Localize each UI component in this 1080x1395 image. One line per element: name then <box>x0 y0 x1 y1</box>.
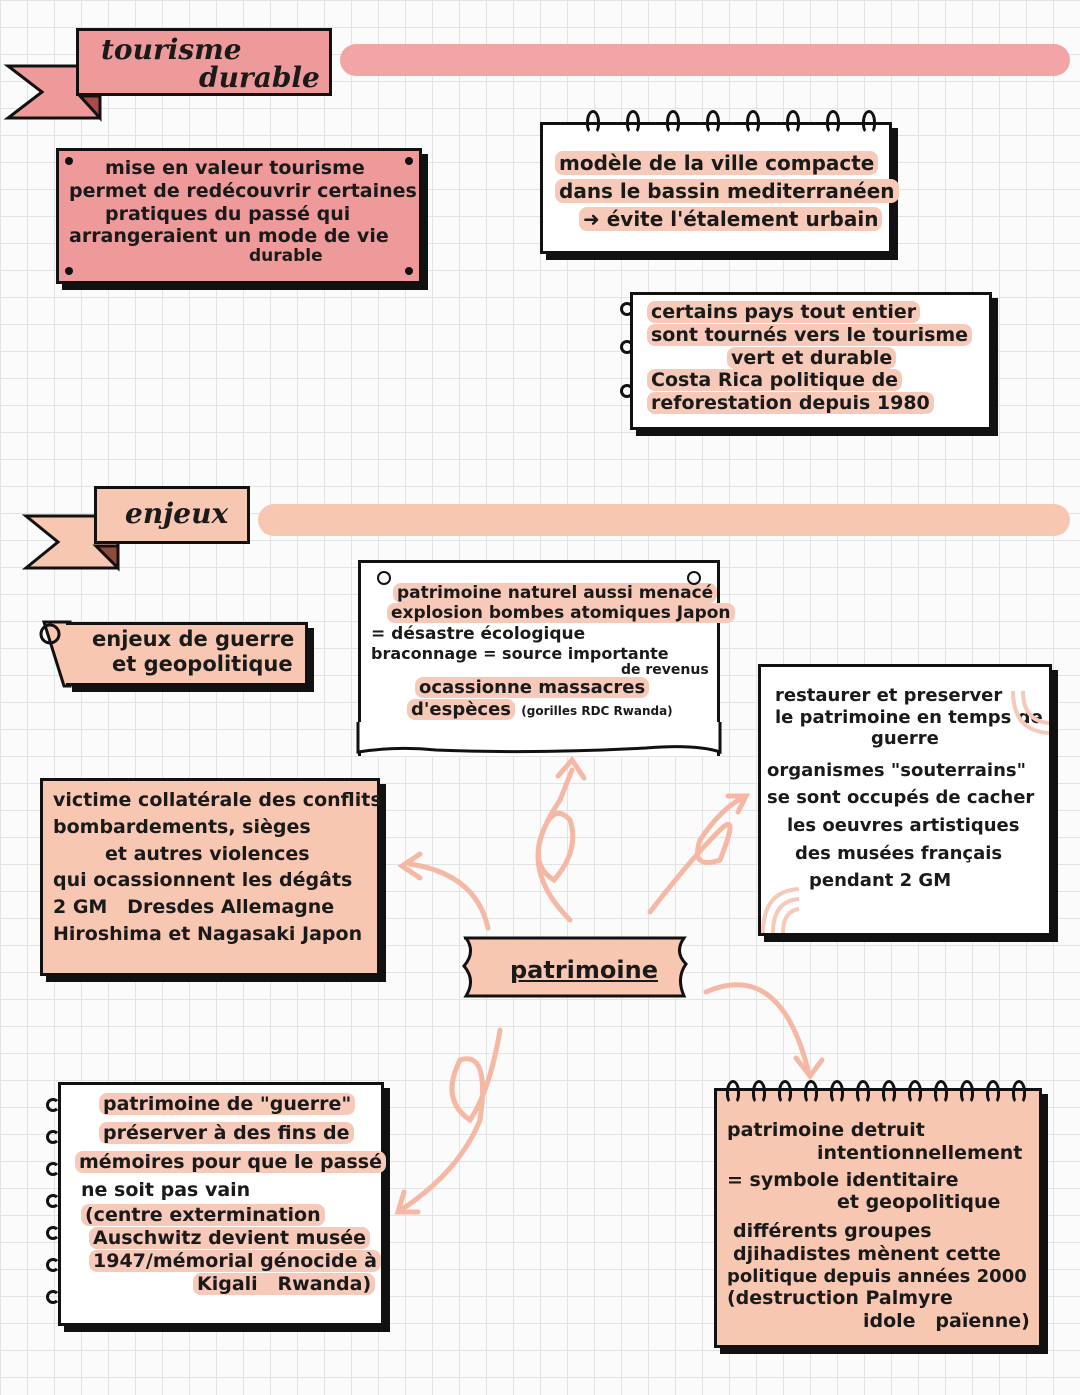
text-line: certains pays tout entier <box>647 301 921 323</box>
text-line: qui ocassionnent les dégâts <box>53 869 353 892</box>
title-text: enjeux <box>125 497 229 530</box>
text-line: et autres violences <box>105 842 310 865</box>
text-line: patrimoine naturel aussi menacé <box>393 583 718 603</box>
tag-shape <box>39 620 72 688</box>
text-line: modèle de la ville compacte <box>555 151 879 175</box>
text-line: et geopolitique <box>112 652 293 677</box>
section-title-enjeux: enjeux <box>94 486 250 544</box>
text-line: = symbole identitaire <box>727 1168 959 1191</box>
header-bar-enjeux <box>258 504 1070 536</box>
text-line: braconnage = source importante <box>371 644 669 664</box>
text-line: djihadistes mènent cette <box>733 1242 1001 1265</box>
text-line: pratiques du passé qui <box>105 202 351 225</box>
text-line: patrimoine detruit <box>727 1119 925 1141</box>
box-modele-ville: modèle de la ville compacte dans le bass… <box>540 122 899 254</box>
box-certains-pays: certains pays tout entier sont tournés v… <box>630 292 992 430</box>
text-line: Kigali Rwanda) <box>193 1272 376 1295</box>
text-line: arrangeraient un mode de vie <box>69 225 389 248</box>
text-line: reforestation depuis 1980 <box>647 392 934 415</box>
tag-enjeux-guerre: enjeux de guerre et geopolitique <box>66 622 308 686</box>
text-line: restaurer et preserver <box>775 685 1003 706</box>
text-line: (gorilles RDC Rwanda) <box>521 703 673 718</box>
text-line: sont tournés vers le tourisme <box>647 323 973 346</box>
text-line: ne soit pas vain <box>81 1179 251 1202</box>
text-line: 1947/mémorial génocide à <box>89 1249 381 1272</box>
text-line: explosion bombes atomiques Japon <box>387 603 735 624</box>
text-line: intentionnellement <box>817 1141 1023 1164</box>
text-line: vert et durable <box>727 346 897 369</box>
text-line: guerre <box>871 728 939 750</box>
text-line: 2 GM Dresdes Allemagne <box>53 896 335 919</box>
text-line: se sont occupés de cacher <box>767 787 1035 809</box>
text-line: victime collatérale des conflits <box>53 789 382 811</box>
center-label-patrimoine: patrimoine <box>510 956 658 984</box>
text-line: (destruction Palmyre <box>727 1287 953 1310</box>
box-patrimoine-guerre: patrimoine de "guerre" préserver à des f… <box>58 1082 386 1326</box>
box-mise-en-valeur: mise en valeur tourisme permet de redéco… <box>56 148 422 284</box>
text-line: les oeuvres artistiques <box>787 814 1020 836</box>
text-line: idole païenne) <box>863 1310 1030 1333</box>
text-line: dans le bassin mediterranéen <box>555 179 899 203</box>
text-line: bombardements, sièges <box>53 815 311 838</box>
text-line: Auschwitz devient musée <box>89 1226 371 1249</box>
text-line: préserver à des fins de <box>99 1121 354 1144</box>
text-line: des musées français <box>795 842 1003 864</box>
text-line: politique depuis années 2000 <box>727 1265 1027 1287</box>
text-line: le patrimoine en temps de <box>775 706 1043 728</box>
title-line-2: durable <box>199 61 320 94</box>
box-patrimoine-detruit: patrimoine detruit intentionnellement = … <box>714 1088 1042 1348</box>
header-bar-tourisme <box>340 44 1070 76</box>
scroll-bottom <box>356 722 722 755</box>
text-line: Costa Rica politique de <box>647 369 903 392</box>
section-title-tourisme: tourisme durable <box>76 28 332 96</box>
text-line: organismes "souterrains" <box>767 759 1026 781</box>
text-line: ocassionne massacres <box>415 677 650 699</box>
text-line: ➜ évite l'étalement urbain <box>579 207 883 231</box>
text-line: pendant 2 GM <box>809 870 952 892</box>
title-line-1: tourisme <box>101 33 242 66</box>
text-line: et geopolitique <box>837 1191 1001 1214</box>
rainbow-doodle-left <box>761 887 800 934</box>
text-line: d'espèces <box>407 698 516 720</box>
text-line: permet de redécouvrir certaines <box>69 179 417 202</box>
text-line: = désastre écologique <box>371 623 586 644</box>
box-victime-collaterale: victime collatérale des conflits bombard… <box>40 778 382 976</box>
text-line: différents groupes <box>733 1220 932 1243</box>
text-line: mémoires pour que le passé <box>75 1150 386 1173</box>
text-line: Hiroshima et Nagasaki Japon <box>53 922 363 945</box>
center-banner <box>462 936 688 998</box>
text-line: (centre extermination <box>81 1204 325 1227</box>
text-line: de revenus <box>621 662 709 679</box>
text-line: durable <box>249 246 323 267</box>
text-line: patrimoine de "guerre" <box>99 1093 356 1115</box>
text-line: mise en valeur tourisme <box>105 157 365 179</box>
text-line: enjeux de guerre <box>92 627 295 651</box>
box-restaurer-preserver: restaurer et preserver le patrimoine en … <box>758 664 1052 936</box>
rainbow-doodle-right <box>1011 690 1050 735</box>
